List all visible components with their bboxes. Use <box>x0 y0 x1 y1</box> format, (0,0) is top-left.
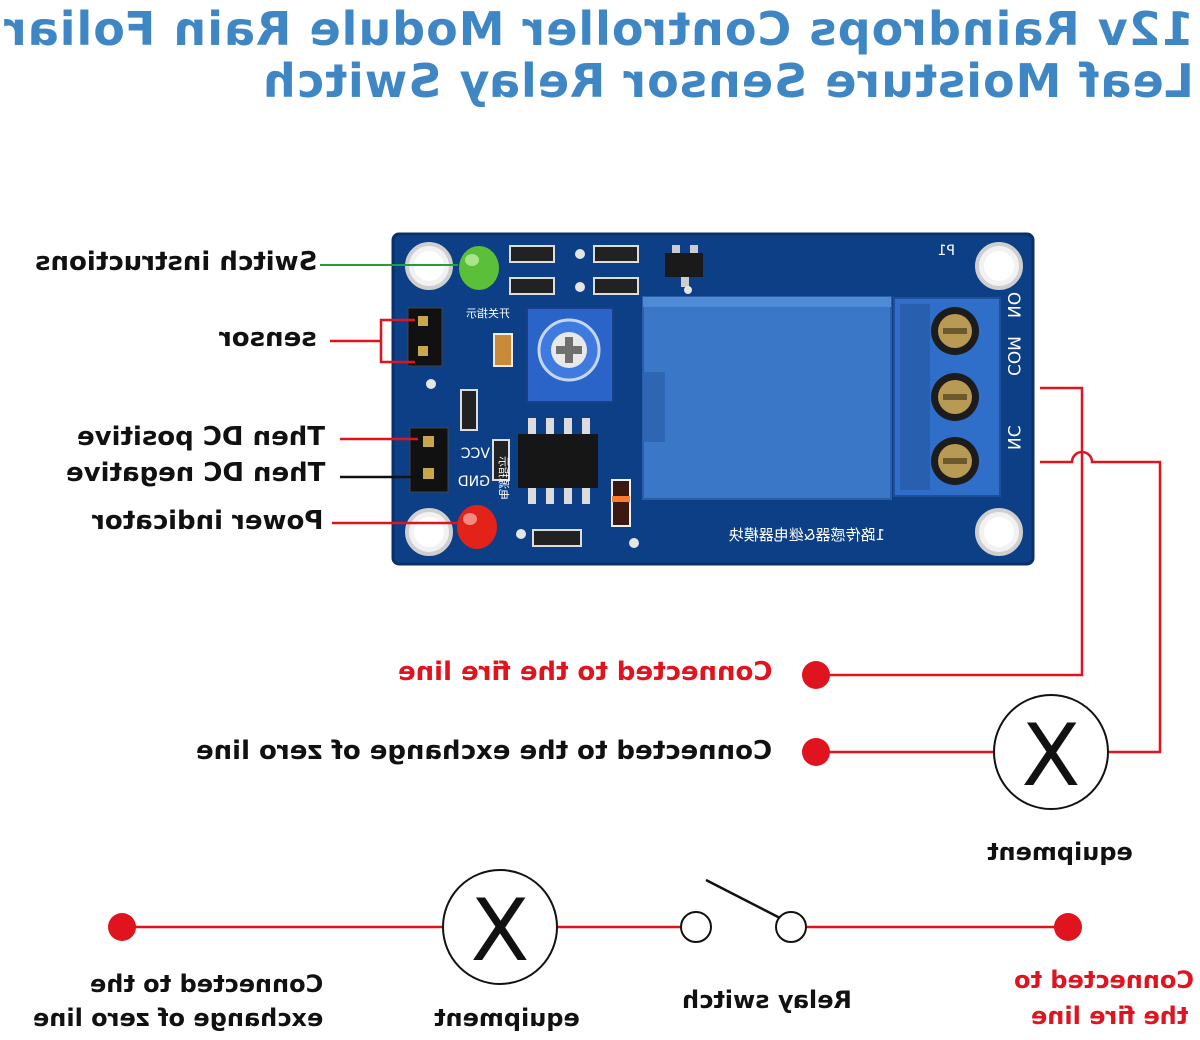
transistor <box>665 245 703 287</box>
silk-gnd: GND <box>458 474 490 490</box>
label-switch-instructions: Switch instructions <box>34 247 317 277</box>
label-fire-line-bottom-1: Connected to <box>1013 966 1194 994</box>
relay-switch-contact-right <box>775 911 807 943</box>
relay <box>642 296 892 500</box>
equipment-x-top: X <box>1022 706 1081 806</box>
equipment-symbol-bottom: X <box>442 869 558 985</box>
power-header <box>409 427 449 493</box>
equipment-x-bottom: X <box>471 881 530 981</box>
label-sensor: sensor <box>219 323 317 353</box>
equipment-symbol-top: X <box>993 694 1109 810</box>
relay-module-board: P1 VCC GND 1路传感器&继电器模块 开关指示 NO COM NC 电源… <box>391 232 1035 566</box>
mounting-hole <box>975 508 1023 556</box>
silkscreen: P1 VCC GND 1路传感器&继电器模块 开关指示 <box>458 243 955 544</box>
silk-p1: P1 <box>938 243 955 259</box>
label-fire-line-bottom-2: the fire line <box>1030 1002 1188 1030</box>
potentiometer <box>526 307 614 403</box>
callout-sensor-bracket <box>330 318 415 364</box>
screw-terminal-nc <box>931 437 979 485</box>
mounting-hole <box>975 242 1023 290</box>
comparator-ic <box>518 418 598 504</box>
switch-indicator-led <box>459 246 499 290</box>
zero-line-terminal-top <box>802 738 830 766</box>
label-zero-line-bottom-1: Connected to the <box>89 970 323 998</box>
relay-switch-contact-left <box>680 911 712 943</box>
mounting-hole <box>405 508 453 556</box>
smd-resistors <box>460 245 639 547</box>
label-equipment-bottom: equipment <box>434 1004 580 1032</box>
label-dc-negative: Then DC negative <box>65 458 325 488</box>
silk-nc: NC <box>1003 425 1023 450</box>
label-zero-line-top: Connected to the exchange of zero line <box>195 736 772 766</box>
screw-terminal-com <box>931 373 979 421</box>
silk-com: COM <box>1003 336 1023 376</box>
diode <box>611 479 631 527</box>
label-dc-positive: Then DC positive <box>77 422 325 452</box>
label-power-indicator: Power indicator <box>91 506 323 536</box>
silk-module-name: 1路传感器&继电器模块 <box>729 526 885 544</box>
silk-no: NO <box>1003 292 1023 318</box>
zero-line-terminal-bottom <box>108 913 136 941</box>
sensor-header <box>407 307 443 367</box>
label-equipment-top: equipment <box>987 838 1133 866</box>
power-indicator-led <box>457 505 497 549</box>
wiring-top-circuit <box>816 386 1162 754</box>
terminal-block <box>893 297 1001 497</box>
label-fire-line-top: Connected to the fire line <box>397 657 772 687</box>
silk-vcc: VCC <box>461 446 490 462</box>
label-relay-switch: Relay switch <box>682 986 852 1014</box>
silk-switch-indicator: 开关指示 <box>466 306 510 320</box>
label-zero-line-bottom-2: exchange of zero line <box>32 1004 323 1032</box>
relay-switch-lever <box>705 878 781 920</box>
fire-line-terminal-bottom <box>1054 913 1082 941</box>
vias <box>426 249 692 548</box>
capacitor <box>493 333 513 367</box>
silk-terminal-labels: NO COM NC 电源指示 <box>497 292 1023 500</box>
fire-line-terminal-top <box>802 661 830 689</box>
silk-power-indicator: 电源指示 <box>497 456 511 500</box>
screw-terminal-no <box>931 307 979 355</box>
